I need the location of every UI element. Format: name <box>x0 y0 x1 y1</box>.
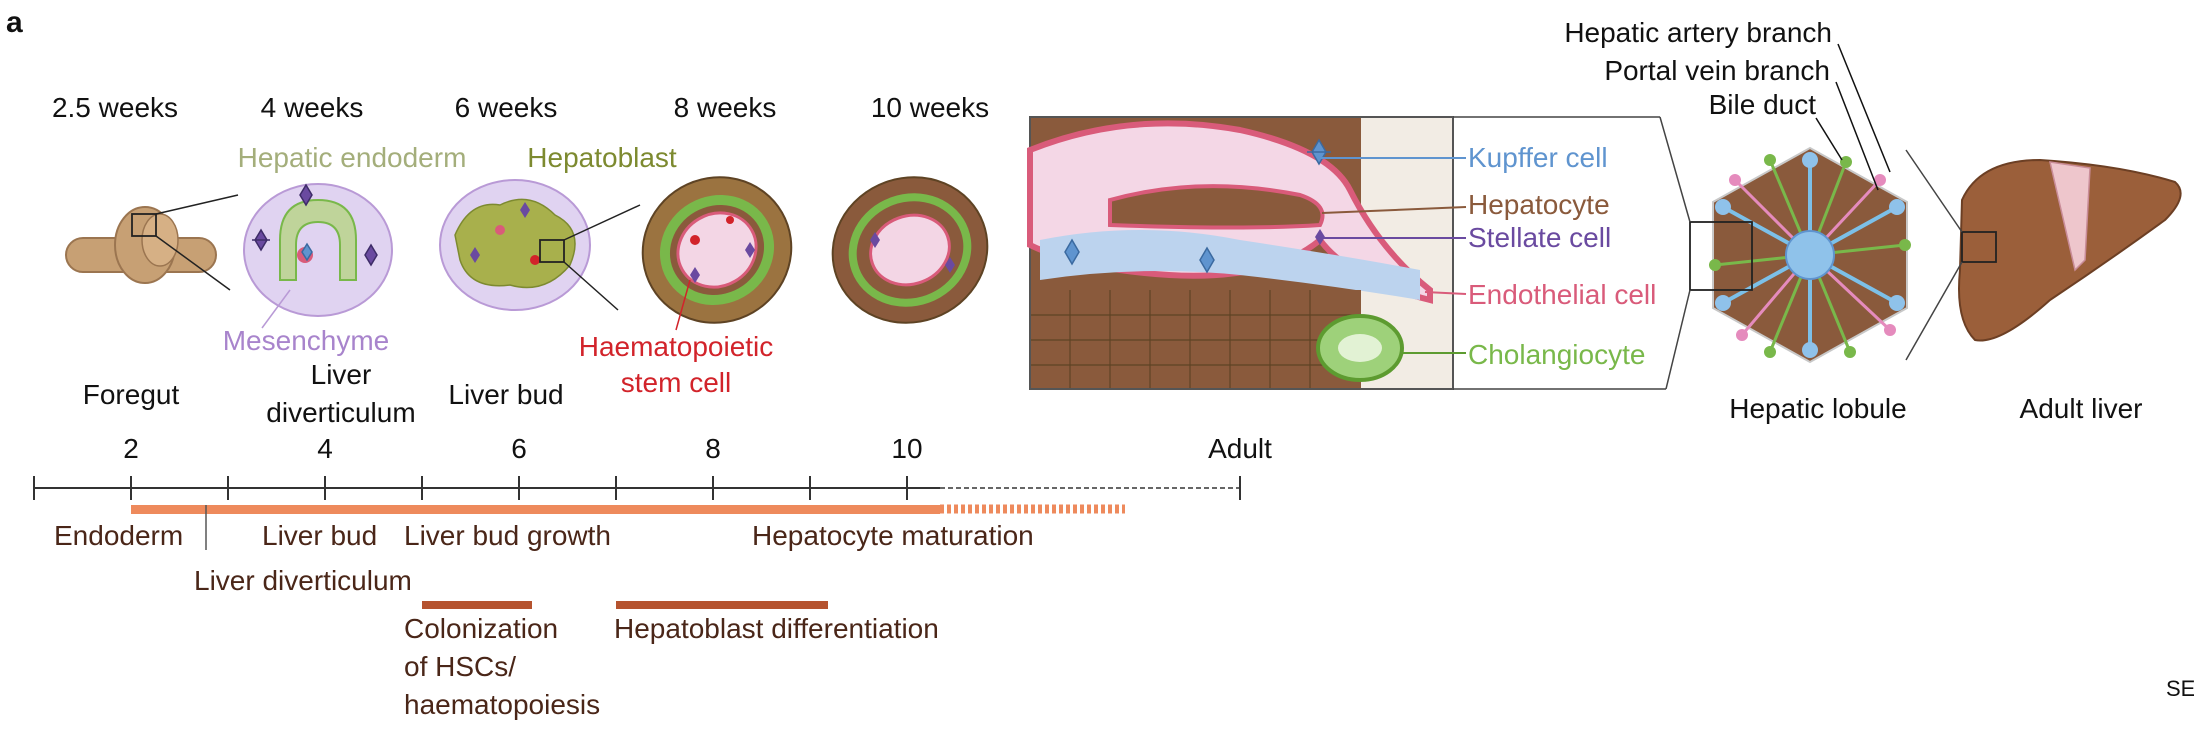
hepatoblast-label: Hepatoblast <box>527 142 677 173</box>
panel-label: a <box>6 6 23 39</box>
stage-6-weeks: 6 weeks <box>455 92 558 123</box>
adult-tissue-panel <box>1027 116 1454 390</box>
week10-illustration <box>831 176 989 324</box>
timeline-tick-adult: Adult <box>1208 433 1272 464</box>
bile-duct-label: Bile duct <box>1709 89 1817 120</box>
liver-diverticulum-line1: Liver <box>311 359 372 390</box>
timeline <box>33 476 1241 609</box>
hepatic-artery-label: Hepatic artery branch <box>1564 17 1832 48</box>
hsc-label-line1: Haematopoietic <box>579 331 774 362</box>
phase-colonization-line3: haematopoiesis <box>404 689 600 720</box>
kupffer-cell-label: Kupffer cell <box>1468 142 1608 173</box>
timeline-tick-4: 4 <box>317 433 333 464</box>
endothelial-cell-label: Endothelial cell <box>1468 279 1656 310</box>
phase-liver-bud-growth: Liver bud growth <box>404 520 611 551</box>
phase-colonization-line1: Colonization <box>404 613 558 644</box>
week6-illustration <box>439 179 641 311</box>
cholangiocyte-label: Cholangiocyte <box>1468 339 1645 370</box>
stage-2-5-weeks: 2.5 weeks <box>52 92 178 123</box>
hepatic-endoderm-label: Hepatic endoderm <box>238 142 467 173</box>
corner-text: SE <box>2166 676 2194 701</box>
hepatic-lobule-illustration <box>1659 116 1911 390</box>
phase-hepatocyte-maturation: Hepatocyte maturation <box>752 520 1034 551</box>
week8-illustration <box>641 176 793 324</box>
hsc-label-line2: stem cell <box>621 367 731 398</box>
phase-hepatoblast-differentiation: Hepatoblast differentiation <box>614 613 939 644</box>
portal-vein-label: Portal vein branch <box>1604 55 1830 86</box>
timeline-tick-2: 2 <box>123 433 139 464</box>
foregut-label: Foregut <box>83 379 180 410</box>
liver-bud-label: Liver bud <box>448 379 563 410</box>
phase-liver-diverticulum: Liver diverticulum <box>194 565 412 596</box>
adult-liver-illustration <box>1905 149 2182 361</box>
foregut-illustration <box>65 194 239 291</box>
week4-illustration <box>243 183 393 317</box>
stellate-cell-label: Stellate cell <box>1468 222 1611 253</box>
timeline-tick-6: 6 <box>511 433 527 464</box>
stage-4-weeks: 4 weeks <box>261 92 364 123</box>
liver-diverticulum-line2: diverticulum <box>266 397 415 428</box>
timeline-tick-8: 8 <box>705 433 721 464</box>
phase-endoderm: Endoderm <box>54 520 183 551</box>
stage-10-weeks: 10 weeks <box>871 92 989 123</box>
hepatocyte-label: Hepatocyte <box>1468 189 1610 220</box>
hepatic-lobule-label: Hepatic lobule <box>1729 393 1906 424</box>
mesenchyme-label: Mesenchyme <box>223 325 390 356</box>
stage-8-weeks: 8 weeks <box>674 92 777 123</box>
phase-liver-bud: Liver bud <box>262 520 377 551</box>
adult-liver-label: Adult liver <box>2020 393 2143 424</box>
timeline-tick-10: 10 <box>891 433 922 464</box>
phase-colonization-line2: of HSCs/ <box>404 651 516 682</box>
